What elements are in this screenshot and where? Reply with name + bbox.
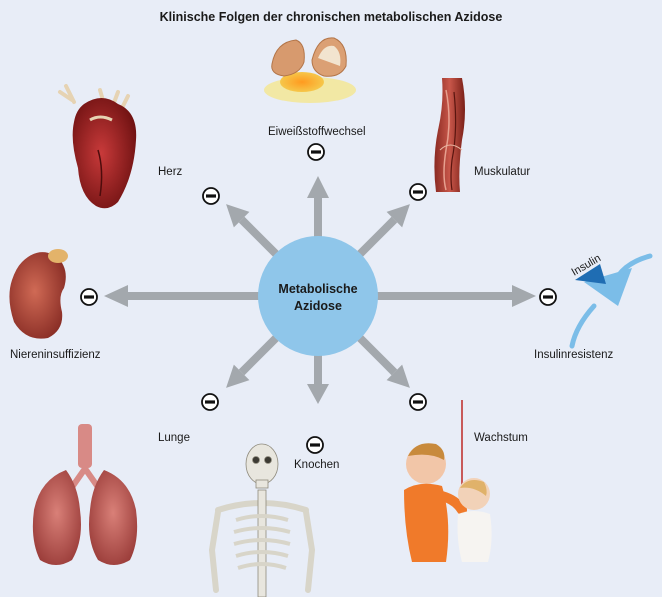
arrow-right	[318, 285, 536, 307]
label-growth: Wachstum	[474, 432, 528, 444]
minus-icon	[409, 183, 427, 201]
label-lung: Lunge	[158, 432, 190, 444]
center-circle	[258, 236, 378, 356]
label-muscle: Muskulatur	[474, 166, 531, 178]
muscle-icon	[434, 78, 465, 192]
label-bone: Knochen	[294, 459, 340, 471]
insulin-icon: Insulin	[569, 252, 653, 349]
minus-icon	[409, 393, 427, 411]
egg-icon	[264, 37, 356, 103]
minus-icon	[539, 288, 557, 306]
minus-symbols	[80, 143, 557, 454]
label-kidney: Niereninsuffizienz	[10, 349, 101, 361]
minus-icon	[306, 436, 324, 454]
label-insulin-resistance: Insulinresistenz	[534, 349, 614, 361]
lung-icon	[32, 424, 138, 565]
diagram-title: Klinische Folgen der chronischen metabol…	[159, 10, 503, 24]
minus-icon	[202, 187, 220, 205]
arrow-left	[104, 285, 318, 307]
skeleton-icon	[208, 443, 316, 597]
center-label-line1: Metabolische	[278, 282, 357, 296]
children-icon	[404, 400, 492, 562]
minus-icon	[80, 288, 98, 306]
center-label-line2: Azidose	[294, 299, 342, 313]
label-heart: Herz	[158, 166, 183, 178]
label-protein-metabolism: Eiweißstoffwechsel	[268, 126, 366, 138]
heart-icon	[58, 84, 137, 209]
kidney-icon	[9, 249, 68, 339]
minus-icon	[201, 393, 219, 411]
minus-icon	[307, 143, 325, 161]
